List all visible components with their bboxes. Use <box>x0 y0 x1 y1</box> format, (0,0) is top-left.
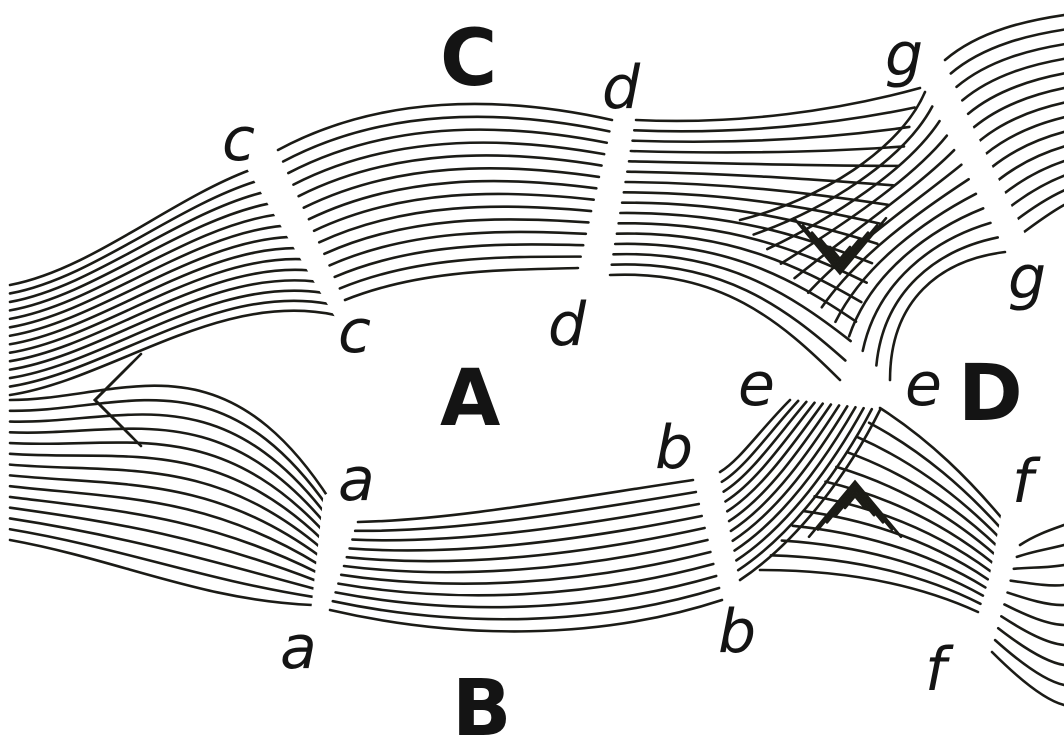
bundle-C-strand <box>309 181 596 219</box>
bundle-g-right-strand <box>1020 205 1064 235</box>
bundle-f-right-strand <box>1004 604 1064 625</box>
bundle-D-upper-strand <box>634 107 914 131</box>
bundle-f-right-strand <box>1011 581 1064 586</box>
bundle-B-strand <box>350 516 702 550</box>
cut-e <box>790 386 900 392</box>
bundle-g-right-strand <box>1014 190 1064 221</box>
bundle-g-right-strand <box>1008 176 1064 208</box>
bundle-f-right-strand <box>1020 525 1064 545</box>
bundle-C-strand <box>304 168 599 207</box>
bundle-g-right-strand <box>962 59 1064 101</box>
label-a-bottom: a <box>280 613 317 683</box>
cut-g <box>935 65 1025 250</box>
label-C: C <box>440 14 497 104</box>
label-A: A <box>440 354 500 444</box>
bundle-f-right-strand <box>1001 616 1064 645</box>
label-a-top: a <box>338 445 375 515</box>
bundle-left-upper-strand <box>10 170 250 285</box>
bundle-left-upper-strand <box>10 181 257 293</box>
label-b-bottom: b <box>718 597 756 667</box>
bundle-f-right-strand <box>992 652 1064 705</box>
label-e-right: e <box>905 350 942 420</box>
bundle-B-strand <box>355 492 696 531</box>
bundle-C-strand <box>345 268 578 300</box>
label-f-bottom: f <box>925 635 954 705</box>
label-B: B <box>452 664 511 742</box>
label-e-left: e <box>738 350 775 420</box>
bundle-B-strand <box>352 504 698 540</box>
label-b-top: b <box>655 413 693 483</box>
label-c-top: c <box>222 105 255 175</box>
bundle-D-upper-strand <box>631 146 904 152</box>
label-f-top: f <box>1012 447 1041 517</box>
bundle-g-right-strand <box>957 44 1064 87</box>
label-D: D <box>958 349 1023 439</box>
bundle-g-right-strand <box>951 30 1064 74</box>
bundle-D-upper-strand <box>636 88 920 121</box>
label-c-bottom: c <box>338 297 371 367</box>
bundle-g-right-strand <box>945 15 1064 60</box>
label-g-top: g <box>885 20 923 90</box>
bundle-f-right-strand <box>1014 565 1064 569</box>
bundle-B-strand <box>330 600 722 631</box>
bundle-g-right-strand <box>968 73 1064 113</box>
label-d-top: d <box>602 53 641 123</box>
bundle-D-lower-right-strand <box>858 437 1000 538</box>
label-d-bottom: d <box>548 290 587 360</box>
bundle-left-upper-strand <box>10 192 263 302</box>
bundle-D-lower-strand <box>736 408 863 560</box>
bundle-B-strand <box>333 588 719 619</box>
bundle-f-right-strand <box>1017 545 1064 557</box>
label-g-bottom: g <box>1008 243 1046 313</box>
bundle-f-right-strand <box>1008 593 1064 605</box>
void-left-vee <box>95 372 123 428</box>
void-left-vee <box>95 381 114 419</box>
